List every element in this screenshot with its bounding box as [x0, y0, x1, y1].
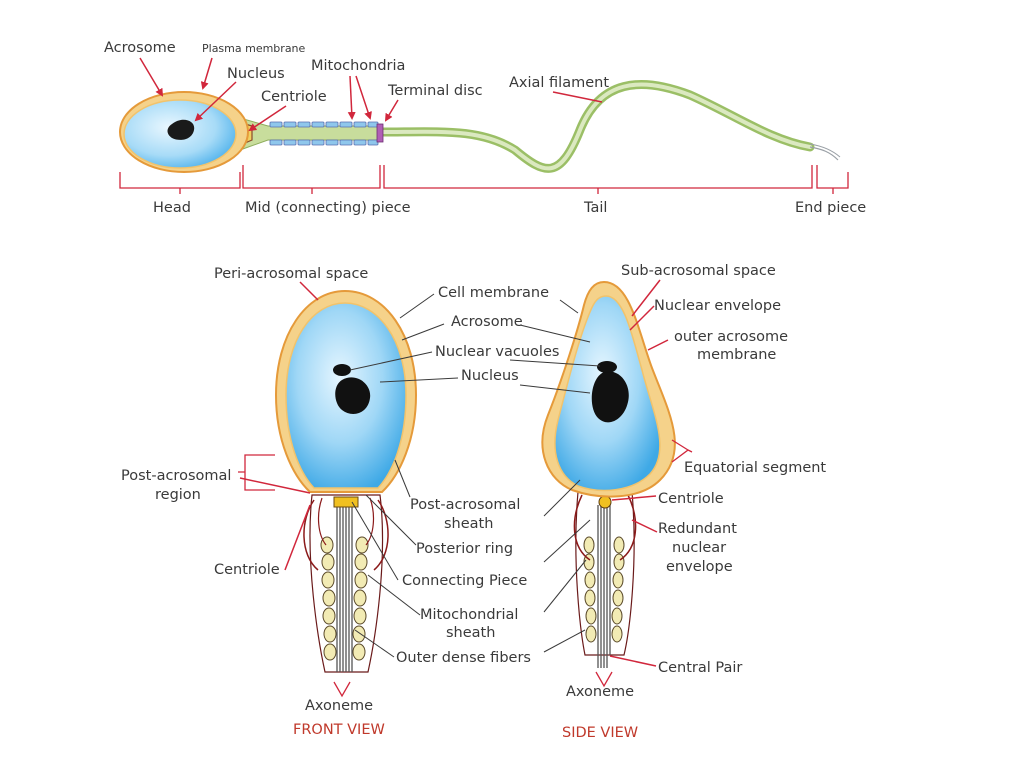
label-mitochondrial-sheath-2: sheath	[446, 625, 495, 641]
region-brackets	[119, 165, 849, 194]
side-nucleus-shape	[591, 371, 629, 423]
label-axoneme-side: Axoneme	[566, 684, 634, 700]
label-post-acrosomal-sheath-2: sheath	[444, 516, 493, 532]
label-axoneme-front: Axoneme	[305, 698, 373, 714]
front-vacuole-shape	[333, 364, 351, 376]
front-midpiece	[303, 494, 389, 673]
label-outer-acrosome-membrane-2: membrane	[697, 347, 776, 363]
label-redundant-nuclear-envelope-3: envelope	[666, 559, 733, 575]
front-pointers	[238, 281, 459, 698]
label-terminal-disc: Terminal disc	[387, 83, 483, 99]
label-centriole-side: Centriole	[658, 491, 724, 507]
label-peri-acrosomal-space: Peri-acrosomal space	[214, 266, 368, 282]
label-central-pair: Central Pair	[658, 660, 742, 676]
front-view-diagram: Peri-acrosomal space Cell membrane Acros…	[121, 266, 559, 738]
label-mid-piece: Mid (connecting) piece	[245, 200, 411, 216]
label-tail: Tail	[583, 200, 607, 216]
label-outer-dense-fibers: Outer dense fibers	[396, 650, 531, 666]
caption-front-view: FRONT VIEW	[293, 722, 385, 738]
label-nuclear-vacuoles: Nuclear vacuoles	[435, 344, 559, 360]
label-mitochondria: Mitochondria	[311, 58, 405, 74]
nucleus-top-shape	[167, 119, 195, 140]
label-sub-acrosomal-space: Sub-acrosomal space	[621, 263, 776, 279]
label-outer-acrosome-membrane-1: outer acrosome	[674, 329, 788, 345]
label-connecting-piece: Connecting Piece	[402, 573, 527, 589]
label-posterior-ring: Posterior ring	[416, 541, 513, 557]
side-midpiece	[573, 491, 637, 668]
label-nucleus-front: Nucleus	[461, 368, 519, 384]
label-post-acrosomal-region-2: region	[155, 487, 201, 503]
side-head	[541, 280, 676, 498]
label-nuclear-envelope: Nuclear envelope	[654, 298, 781, 314]
label-acrosome-front: Acrosome	[451, 314, 523, 330]
label-redundant-nuclear-envelope-1: Redundant	[658, 521, 737, 537]
terminal-disc	[376, 123, 384, 143]
label-redundant-nuclear-envelope-2: nuclear	[672, 540, 726, 556]
caption-side-view: SIDE VIEW	[562, 725, 638, 741]
label-axial-filament: Axial filament	[509, 75, 609, 91]
label-mitochondrial-sheath-1: Mitochondrial	[420, 607, 518, 623]
label-end-piece: End piece	[795, 200, 866, 216]
label-cell-membrane: Cell membrane	[438, 285, 549, 301]
label-post-acrosomal-region-1: Post-acrosomal	[121, 468, 231, 484]
label-acrosome-top: Acrosome	[104, 40, 176, 56]
label-head: Head	[153, 200, 191, 216]
whole-sperm-diagram: Acrosome Plasma membrane Nucleus Centrio…	[104, 40, 866, 216]
front-nucleus-shape	[335, 377, 371, 414]
label-centriole-top: Centriole	[261, 89, 327, 105]
top-pointers	[139, 57, 603, 132]
side-centriole	[598, 495, 612, 509]
front-head	[274, 289, 418, 493]
label-equatorial-segment: Equatorial segment	[684, 460, 826, 476]
label-plasma-membrane: Plasma membrane	[202, 42, 306, 55]
side-view-diagram: Sub-acrosomal space Nuclear envelope out…	[509, 263, 826, 741]
label-nucleus-top: Nucleus	[227, 66, 285, 82]
front-centriole	[333, 496, 359, 508]
label-post-acrosomal-sheath-1: Post-acrosomal	[410, 497, 520, 513]
sperm-head-top	[119, 91, 249, 173]
label-centriole-front: Centriole	[214, 562, 280, 578]
sperm-tail	[375, 80, 841, 173]
side-pointers	[509, 279, 693, 688]
side-vacuole-shape	[597, 361, 617, 373]
